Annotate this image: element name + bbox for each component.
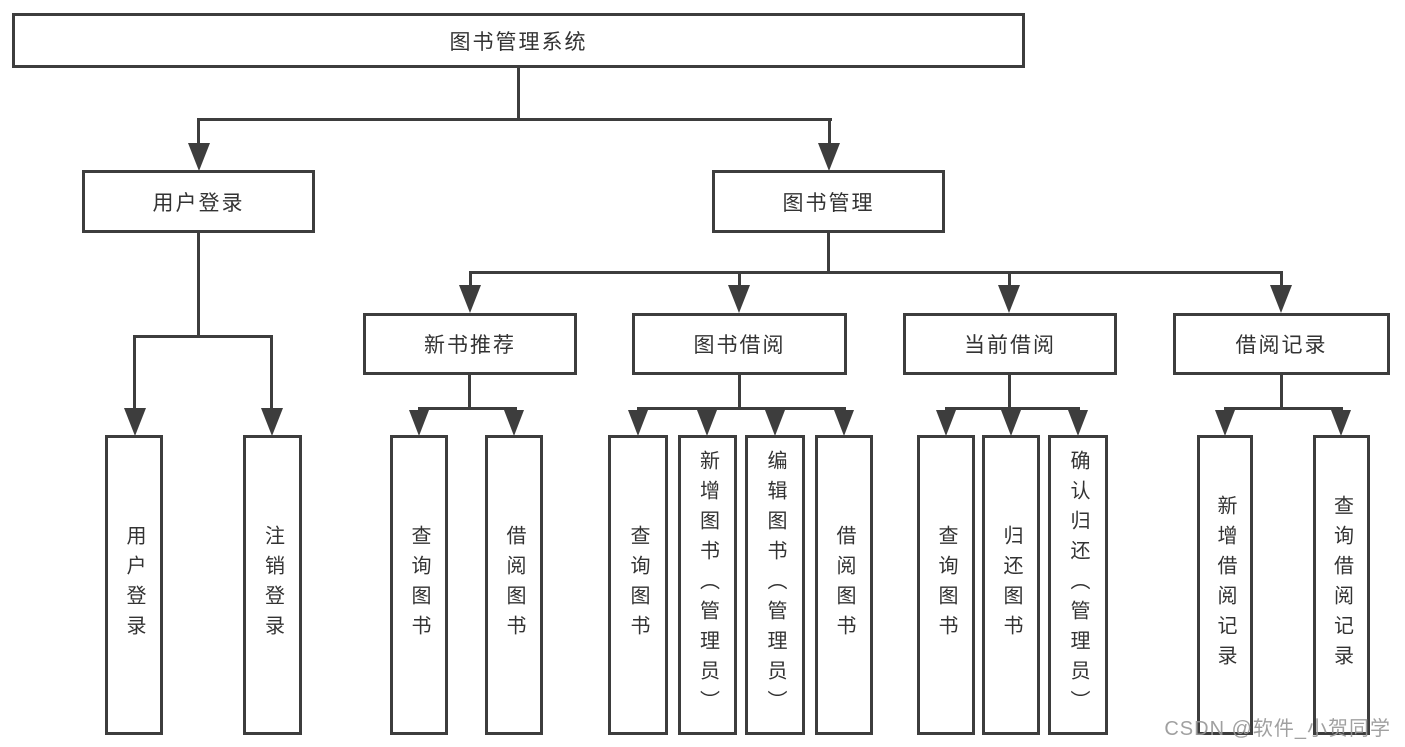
node-borrowing-records: 借阅记录 <box>1173 313 1390 375</box>
node-label: 确认归还（管理员） <box>1067 450 1089 720</box>
arrowhead-down-icon <box>1001 410 1021 436</box>
connector-stem <box>828 121 831 147</box>
connector-login-bar <box>133 335 273 338</box>
node-query-books-borrowing: 查询图书 <box>608 435 668 735</box>
arrowhead-down-icon <box>728 285 750 313</box>
connector-section-bar <box>637 407 846 410</box>
connector-section-trunk <box>738 375 741 407</box>
node-query-books-recommend: 查询图书 <box>390 435 448 735</box>
node-label: 查询图书 <box>627 525 649 645</box>
arrowhead-down-icon <box>998 285 1020 313</box>
node-borrow-books-borrowing: 借阅图书 <box>815 435 873 735</box>
node-label: 查询图书 <box>408 525 430 645</box>
arrowhead-down-icon <box>818 143 840 171</box>
arrowhead-down-icon <box>697 410 717 436</box>
node-label: 借阅记录 <box>1235 334 1328 357</box>
node-book-borrowing: 图书借阅 <box>632 313 847 375</box>
node-label: 新书推荐 <box>424 334 516 357</box>
node-add-borrow-record: 新增借阅记录 <box>1197 435 1253 735</box>
arrowhead-down-icon <box>504 410 524 436</box>
node-borrow-books-recommend: 借阅图书 <box>485 435 543 735</box>
node-label: 编辑图书（管理员） <box>764 450 786 720</box>
node-label: 图书管理系统 <box>449 30 588 54</box>
node-add-books-admin: 新增图书（管理员） <box>678 435 737 735</box>
connector-stem <box>133 338 136 410</box>
connector-stem <box>1008 274 1011 288</box>
connector-section-trunk <box>468 375 471 407</box>
node-system-root: 图书管理系统 <box>12 13 1025 68</box>
connector-section-bar <box>945 407 1080 410</box>
node-label: 查询借阅记录 <box>1330 495 1353 675</box>
connector-root-trunk <box>517 68 520 118</box>
node-label: 借阅图书 <box>833 525 855 645</box>
arrowhead-down-icon <box>409 410 429 436</box>
arrowhead-down-icon <box>261 408 283 436</box>
node-label: 借阅图书 <box>503 525 525 645</box>
node-label: 用户登录 <box>152 191 245 215</box>
node-current-borrowing: 当前借阅 <box>903 313 1117 375</box>
connector-manage-trunk <box>827 233 830 271</box>
arrowhead-down-icon <box>124 408 146 436</box>
node-label: 注销登录 <box>261 525 284 645</box>
node-new-book-recommend: 新书推荐 <box>363 313 577 375</box>
connector-stem <box>1280 274 1283 288</box>
arrowhead-down-icon <box>1215 410 1235 436</box>
connector-stem <box>197 121 200 147</box>
arrowhead-down-icon <box>834 410 854 436</box>
connector-manage-bar <box>469 271 1283 274</box>
watermark: CSDN @软件_小贺同学 <box>1164 718 1391 740</box>
arrowhead-down-icon <box>1068 410 1088 436</box>
node-label: 新增图书（管理员） <box>696 450 719 720</box>
node-label: 当前借阅 <box>964 334 1056 357</box>
arrowhead-down-icon <box>1270 285 1292 313</box>
node-label: 新增借阅记录 <box>1214 495 1236 675</box>
node-user-login: 用户登录 <box>82 170 315 233</box>
node-user-login-leaf: 用户登录 <box>105 435 163 735</box>
connector-stem <box>738 274 741 288</box>
node-label: 归还图书 <box>1000 525 1022 645</box>
node-book-management: 图书管理 <box>712 170 945 233</box>
node-return-books: 归还图书 <box>982 435 1040 735</box>
connector-stem <box>469 274 472 288</box>
node-label: 图书管理 <box>782 191 875 215</box>
node-logout: 注销登录 <box>243 435 302 735</box>
arrowhead-down-icon <box>628 410 648 436</box>
connector-root-bar <box>197 118 832 121</box>
connector-section-trunk <box>1008 375 1011 407</box>
node-label: 用户登录 <box>123 525 145 645</box>
node-query-books-current: 查询图书 <box>917 435 975 735</box>
connector-section-bar <box>1224 407 1343 410</box>
node-query-borrow-record: 查询借阅记录 <box>1313 435 1370 735</box>
node-label: 图书借阅 <box>693 334 786 357</box>
connector-stem <box>270 338 273 410</box>
node-edit-books-admin: 编辑图书（管理员） <box>745 435 805 735</box>
arrowhead-down-icon <box>188 143 210 171</box>
node-confirm-return-admin: 确认归还（管理员） <box>1048 435 1108 735</box>
arrowhead-down-icon <box>765 410 785 436</box>
connector-section-bar <box>418 407 517 410</box>
arrowhead-down-icon <box>936 410 956 436</box>
connector-section-trunk <box>1280 375 1283 407</box>
node-label: 查询图书 <box>935 525 957 645</box>
arrowhead-down-icon <box>459 285 481 313</box>
connector-login-trunk <box>197 233 200 335</box>
arrowhead-down-icon <box>1331 410 1351 436</box>
